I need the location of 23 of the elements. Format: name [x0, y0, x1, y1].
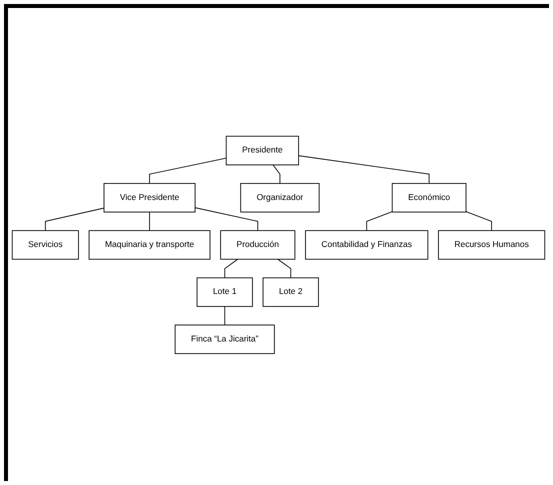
connector	[224, 306, 226, 325]
connector	[466, 210, 492, 231]
connector	[194, 206, 258, 231]
connector	[298, 154, 430, 184]
connector	[224, 258, 238, 278]
connector	[272, 164, 280, 184]
node-box: Presidente	[226, 135, 300, 165]
node-box: Recursos Humanos	[438, 230, 546, 260]
connector	[277, 258, 292, 278]
connector	[366, 210, 393, 231]
node-box: Maquinaria y transporte	[88, 230, 210, 260]
connector	[149, 157, 227, 184]
node-box: Lote 2	[262, 276, 319, 306]
node-box: Organizador	[240, 182, 320, 212]
node-box: Contabilidad y Finanzas	[305, 230, 428, 260]
node-box: Económico	[392, 182, 466, 212]
node-box: Producción	[220, 230, 296, 260]
node-box: Vice Presidente	[104, 182, 196, 212]
node-box: Lote 1	[196, 276, 253, 306]
connector	[149, 211, 150, 231]
connector	[44, 207, 104, 231]
node-box: Finca “La Jicarita”	[174, 324, 275, 354]
node-box: Servicios	[12, 230, 79, 260]
